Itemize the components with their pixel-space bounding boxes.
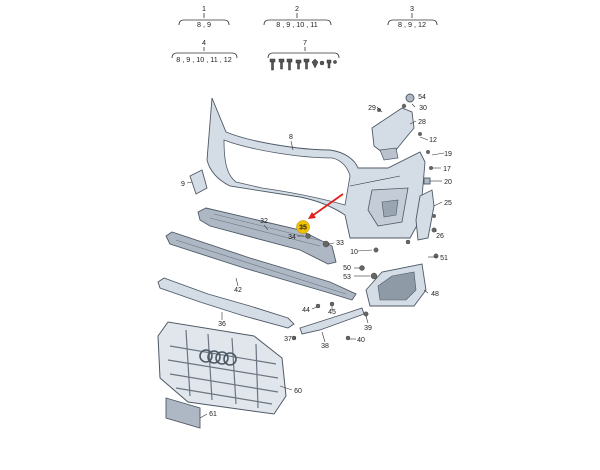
callout-48: 48 [431,291,439,298]
header-2-sub: 8 , 9 , 10 , 11 [276,20,317,29]
small-fasteners [291,227,439,341]
callout-44: 44 [302,307,310,314]
header-1-sub: 8 , 9 [197,20,211,29]
highlight-35: 35 [296,193,344,234]
callout-20: 20 [444,179,452,186]
callout-12: 12 [429,137,437,144]
header-4-id: 4 [202,38,206,47]
callout-54: 54 [418,94,426,101]
callout-29: 29 [368,105,376,112]
callout-8: 8 [289,134,293,141]
callout-28: 28 [418,119,426,126]
highlight-badge [296,220,310,234]
header-3-id: 3 [410,4,414,13]
header-group-3: 3 8 , 9 , 12 [387,4,438,29]
header-1-id: 1 [202,4,206,13]
bumper-cover-part [206,97,426,239]
callout-10: 10 [350,249,358,256]
callout-30: 30 [419,105,427,112]
highlight-label: 35 [299,225,307,232]
bracket-part [371,93,433,185]
header-2-id: 2 [295,4,299,13]
arrow-head-icon [308,212,316,219]
callout-17: 17 [443,166,451,173]
header-7-id: 7 [303,38,307,47]
callout-9: 9 [181,181,185,188]
callout-numbers: 8 9 10 12 19 17 20 25 26 28 29 30 32 33 … [181,94,452,418]
side-trim-part [189,169,208,195]
lower-spoiler-part [157,277,295,329]
leader-lines [186,103,445,419]
radiator-grille-part [157,321,287,415]
header-group-2: 2 8 , 9 , 10 , 11 [263,4,332,29]
fastener-set-icon [269,58,337,71]
header-group-7: 7 [267,38,340,71]
highlight-arrow [311,193,344,217]
bumper-beam-part [197,207,337,265]
callout-53: 53 [343,274,351,281]
callout-34: 34 [288,234,296,241]
header-3-sub: 8 , 9 , 12 [398,20,426,29]
header-group-4: 4 8 , 9 , 10 , 11 , 12 [171,38,238,64]
callout-38: 38 [321,343,329,350]
callout-50: 50 [343,265,351,272]
callout-40: 40 [357,337,365,344]
callout-45: 45 [328,309,336,316]
callout-61: 61 [209,411,217,418]
plate-bracket-part [165,397,201,429]
callout-42: 42 [234,287,242,294]
callout-60: 60 [294,388,302,395]
callout-51: 51 [440,255,448,262]
side-bracket-part [415,189,436,241]
header-group-1: 1 8 , 9 [178,4,230,29]
callout-19: 19 [444,151,452,158]
callout-39: 39 [364,325,372,332]
lower-reinforcement-part [165,231,357,301]
callout-33: 33 [336,240,344,247]
callout-25: 25 [444,200,452,207]
callout-36: 36 [218,321,226,328]
fog-grille-part [365,263,427,307]
callout-37: 37 [284,336,292,343]
callout-32: 32 [260,218,268,225]
rings-logo-icon [199,349,237,366]
header-4-sub: 8 , 9 , 10 , 11 , 12 [176,55,231,64]
callout-26: 26 [436,233,444,240]
